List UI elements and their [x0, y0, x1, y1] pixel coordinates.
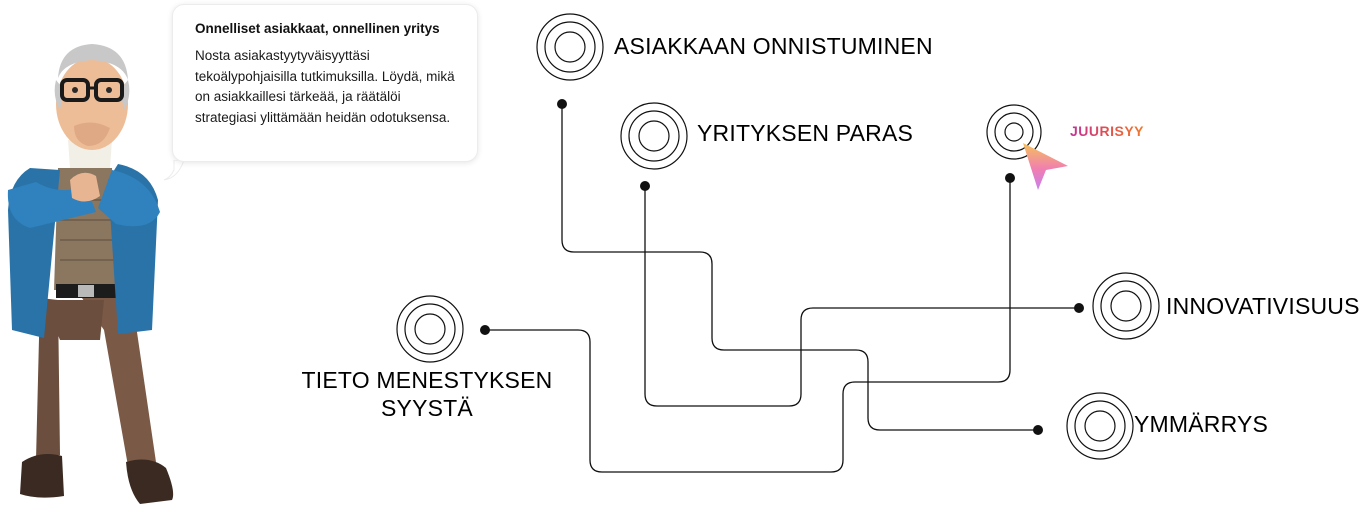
connector-asiakkaan-to-ymmarrys	[561, 104, 1038, 431]
node-label-tieto: TIETO MENESTYKSEN SYYSTÄ	[301, 367, 553, 421]
node-label-innovatiivisuus: INNOVATIVISUUS	[1166, 293, 1359, 319]
target-icon-tieto	[396, 295, 464, 363]
speech-bubble-tail	[163, 160, 184, 181]
node-label-yrityksen: YRITYKSEN PARAS	[697, 120, 914, 146]
connector-dot	[480, 325, 490, 335]
connector-dot	[640, 181, 650, 191]
target-icon-asiakkaan	[536, 13, 604, 81]
target-icon-yrityksen	[620, 102, 688, 170]
connector-dot	[1005, 173, 1015, 183]
target-icon-innovatiivisuus	[1092, 272, 1160, 340]
connector-yrityksen-to-innovatiivisuus	[644, 186, 1078, 407]
target-icon-juurisyy	[986, 104, 1042, 160]
connector-dot	[1033, 425, 1043, 435]
cursor-arrow-icon	[1023, 143, 1068, 190]
speech-bubble-text: Nosta asiakastyytyväisyyttäsi tekoälypoh…	[195, 48, 455, 125]
node-label-asiakkaan: ASIAKKAAN ONNISTUMINEN	[614, 33, 933, 59]
connector-dot	[557, 99, 567, 109]
brand-label-juurisyy: JUURISYY	[1070, 123, 1145, 139]
connector-tieto-to-juurisyy	[485, 178, 1011, 473]
speech-bubble-title: Onnelliset asiakkaat, onnellinen yritys	[195, 21, 440, 36]
speech-bubble: Onnelliset asiakkaat, onnellinen yritys …	[172, 4, 478, 162]
target-icon-ymmarrys	[1066, 392, 1134, 460]
connector-dot	[1074, 303, 1084, 313]
node-label-ymmarrys: YMMÄRRYS	[1134, 411, 1269, 437]
professor-character-illustration	[7, 44, 174, 504]
